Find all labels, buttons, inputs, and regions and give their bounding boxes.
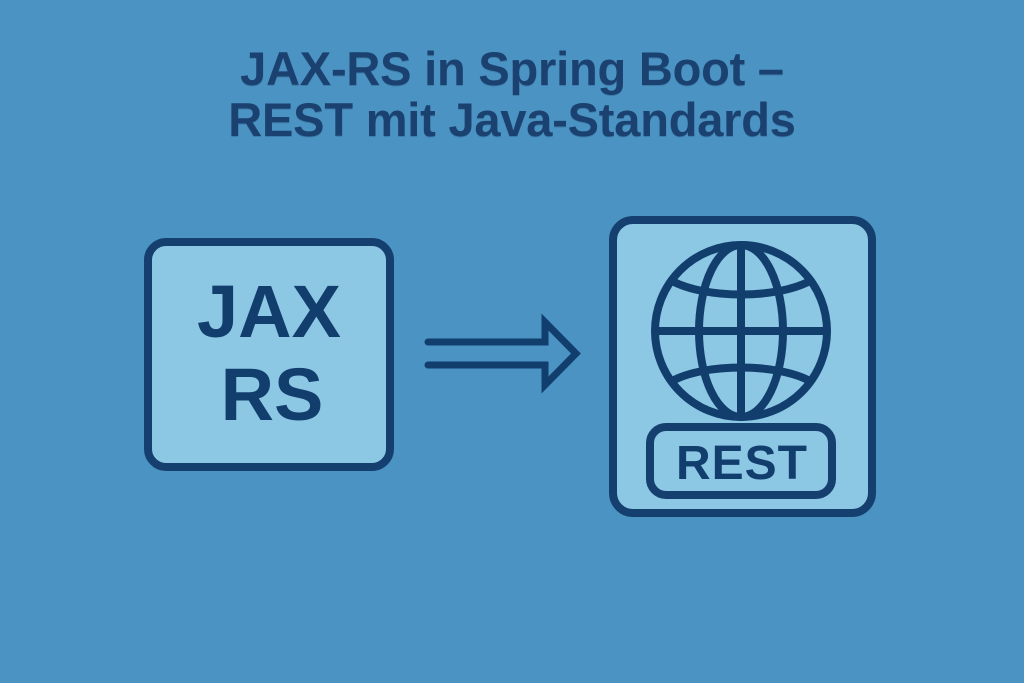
globe-meridian-inner xyxy=(695,241,787,421)
jax-rs-card-background xyxy=(148,242,390,467)
rest-badge: REST xyxy=(646,423,836,499)
rest-badge-label: REST xyxy=(676,437,808,490)
right-arrow-icon xyxy=(424,313,581,394)
jax-rs-card-border xyxy=(144,238,394,471)
globe-icon xyxy=(651,241,831,421)
right-arrow-outline xyxy=(424,313,581,394)
page-title-line-2: REST mit Java-Standards xyxy=(228,92,796,146)
jax-rs-card: JAX RS xyxy=(144,238,394,471)
rest-card: REST xyxy=(609,216,876,517)
jax-rs-card-line-1: JAX xyxy=(197,270,341,353)
globe-latitude-north xyxy=(670,277,812,299)
globe-latitude-south xyxy=(670,363,812,385)
page-title: JAX-RS in Spring Boot – REST mit Java-St… xyxy=(0,42,1024,146)
rest-card-border xyxy=(609,216,876,517)
page-title-line-1: JAX-RS in Spring Boot – xyxy=(240,42,784,95)
rest-badge-border xyxy=(646,423,836,499)
jax-rs-card-line-2: RS xyxy=(221,353,324,436)
